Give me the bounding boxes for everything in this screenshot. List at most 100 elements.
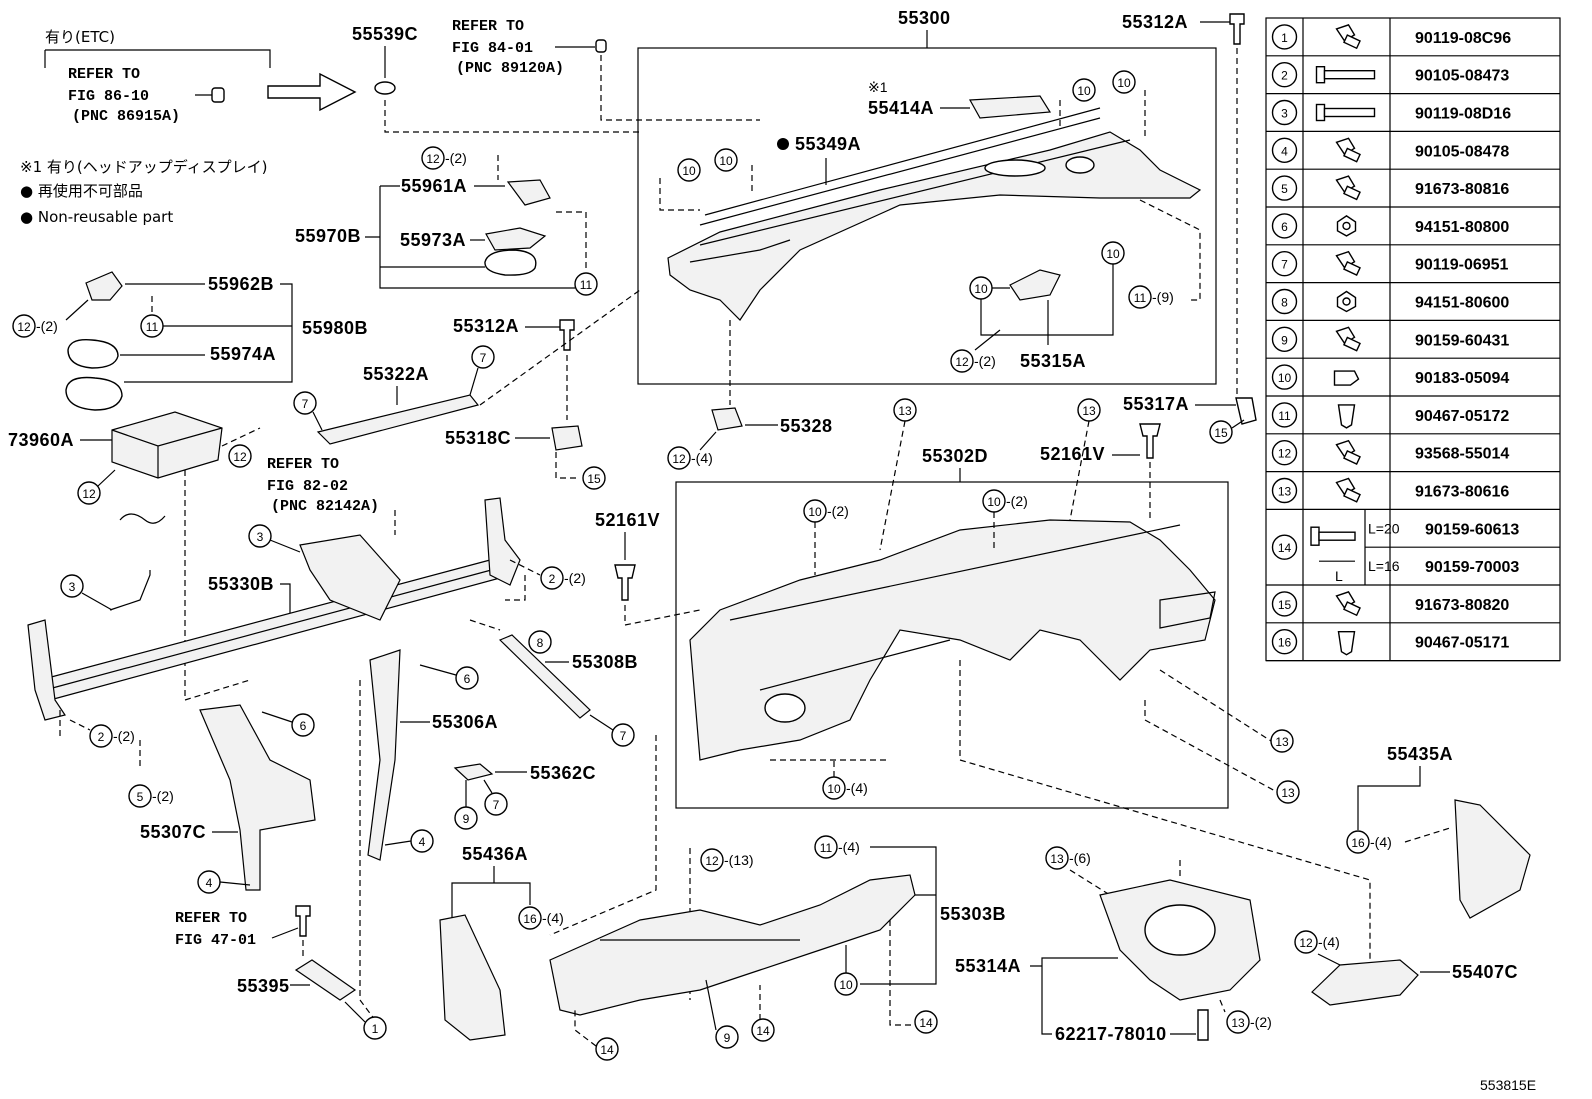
- svg-text:12: 12: [82, 487, 96, 501]
- svg-text:2: 2: [549, 572, 556, 586]
- svg-text:7: 7: [1281, 258, 1288, 272]
- bolt-flange-icon: [1335, 250, 1361, 276]
- svg-text:14: 14: [1278, 541, 1292, 555]
- arrow-icon: [267, 72, 357, 112]
- svg-text:2: 2: [1281, 69, 1288, 83]
- callout-2: 2: [540, 566, 564, 590]
- callout-10: 10: [1072, 78, 1096, 102]
- callout-1: 1: [363, 1016, 387, 1040]
- module-73960A: [111, 411, 223, 479]
- part-62217-78010: 62217-78010: [1055, 1024, 1167, 1044]
- callout-11: 11: [1128, 285, 1152, 309]
- svg-text:7: 7: [620, 729, 627, 743]
- fastener-part-number: 91673-80616: [1415, 484, 1509, 501]
- callout-4: 4: [197, 870, 221, 894]
- svg-text:10: 10: [1278, 371, 1292, 385]
- callout-qty: -(4): [846, 780, 868, 796]
- part-55539C: 55539C: [352, 24, 418, 44]
- bolt-icon: [1229, 13, 1245, 45]
- svg-text:6: 6: [464, 672, 471, 686]
- part-55314A: 55314A: [955, 956, 1021, 976]
- callout-12: 12: [667, 446, 691, 470]
- fastener-part-number: 91673-80816: [1415, 181, 1509, 198]
- gasket-55973A: [484, 249, 537, 276]
- svg-text:3: 3: [69, 580, 76, 594]
- fastener-row: 10 90183-05094: [1266, 358, 1560, 397]
- brace-55306A: [367, 649, 401, 861]
- svg-text:9: 9: [463, 812, 470, 826]
- svg-text:10: 10: [1077, 84, 1091, 98]
- callout-16: 16: [1346, 830, 1370, 854]
- callout-12: 12: [1294, 930, 1318, 954]
- callout-13: 13: [893, 398, 917, 422]
- cover-55407C: [1311, 959, 1419, 1006]
- fastener-part-number: 90119-08C96: [1415, 30, 1511, 47]
- svg-text:4: 4: [1281, 144, 1288, 158]
- svg-text:11: 11: [146, 320, 159, 334]
- callout-1: 1: [1271, 24, 1298, 50]
- part-55395: 55395: [237, 976, 290, 996]
- bolt-flange-icon: [1335, 591, 1361, 617]
- callout-8: 8: [1271, 288, 1298, 315]
- bracket-55362C: [453, 763, 494, 781]
- fastener-part-number: 90183-05094: [1415, 370, 1509, 387]
- fastener-part-number: 91673-80820: [1415, 597, 1509, 614]
- part-55328: 55328: [780, 416, 833, 436]
- callout-qty: -(4): [1318, 934, 1340, 950]
- part-55317A: 55317A: [1123, 394, 1189, 414]
- part-55300: 55300: [898, 8, 951, 28]
- part-55315A: 55315A: [1020, 351, 1086, 371]
- callout-10: 10: [822, 776, 846, 800]
- part-55302D-frame: [675, 481, 1229, 809]
- callout-10: 10: [677, 158, 701, 182]
- part-52161V-right: 52161V: [1040, 444, 1105, 464]
- part-55961A: 55961A: [401, 176, 467, 196]
- callout-3: 3: [60, 574, 84, 598]
- callout-10: 10: [1112, 70, 1136, 94]
- callout-13: 13: [1270, 729, 1294, 753]
- sensor-55962B: [85, 271, 123, 301]
- callout-11: 11: [574, 272, 598, 296]
- svg-text:8: 8: [1281, 296, 1288, 310]
- part-55436A: 55436A: [462, 844, 528, 864]
- callout-15: 15: [1271, 591, 1298, 617]
- svg-text:4: 4: [206, 876, 213, 890]
- svg-text:1: 1: [1281, 31, 1288, 45]
- harness: [119, 513, 166, 524]
- svg-text:2: 2: [98, 730, 105, 744]
- callout-14: 14: [595, 1037, 619, 1061]
- part-55306A: 55306A: [432, 712, 498, 732]
- callout-13: 13: [1276, 780, 1300, 804]
- callout-12: 12: [421, 146, 445, 170]
- callout-qty: -(6): [1069, 850, 1091, 866]
- svg-text:10: 10: [1106, 247, 1120, 261]
- svg-text:7: 7: [480, 351, 487, 365]
- svg-text:10: 10: [1117, 76, 1131, 90]
- bracket-55973A: [485, 227, 547, 251]
- star-note-1: ※1: [868, 79, 888, 95]
- callout-qty: -(2): [1006, 493, 1028, 509]
- svg-text:9: 9: [1281, 333, 1288, 347]
- cover-55435A: [1454, 799, 1531, 919]
- hud-cover-55414A: [969, 95, 1052, 119]
- callout-16: 16: [518, 906, 542, 930]
- lower-panel-55303B: [549, 874, 916, 1016]
- callout-7: 7: [611, 723, 635, 747]
- svg-text:15: 15: [1278, 598, 1292, 612]
- callout-6: 6: [1271, 213, 1298, 239]
- push-clip-icon: [1337, 631, 1356, 656]
- svg-text:5: 5: [137, 790, 144, 804]
- fastener-part-number: 90105-08478: [1415, 143, 1509, 160]
- callout-7: 7: [484, 792, 508, 816]
- callout-6: 6: [291, 713, 315, 737]
